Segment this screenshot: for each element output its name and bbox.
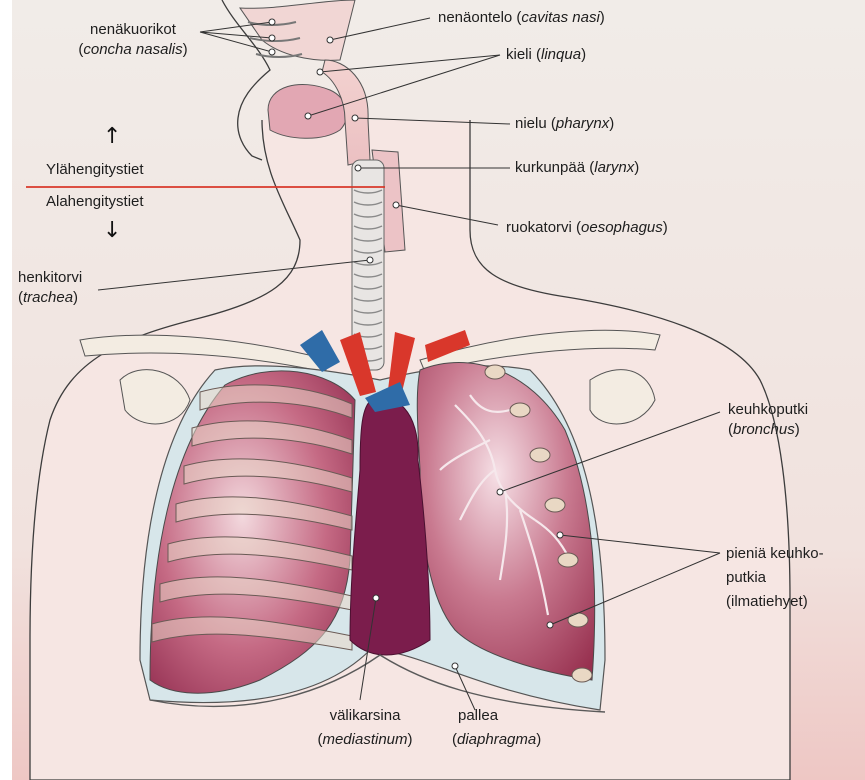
label-ruokatorvi: ruokatorvi (oesophagus) xyxy=(506,218,668,238)
label-kurkunpaa-la: larynx xyxy=(594,159,634,176)
label-kieli-fi: kieli xyxy=(506,46,532,63)
label-keuhkoputki: keuhkoputki (bronchus) xyxy=(728,400,808,440)
label-henkitorvi: henkitorvi (trachea) xyxy=(18,268,82,308)
label-nielu: nielu (pharynx) xyxy=(515,114,614,134)
label-valikarsina: välikarsina (mediastinum) xyxy=(300,704,430,752)
label-concha-la: concha nasalis xyxy=(83,41,182,58)
label-pienia-line1: pieniä keuhko- xyxy=(726,545,824,562)
lower-airways-label: Alahengitystiet xyxy=(46,192,144,212)
label-pienia-line2: putkia xyxy=(726,569,766,586)
label-kurkunpaa: kurkunpää (larynx) xyxy=(515,158,639,178)
label-henkitorvi-fi: henkitorvi xyxy=(18,269,82,286)
label-concha-fi-end: t xyxy=(172,21,176,38)
label-henkitorvi-la: trachea xyxy=(23,289,73,306)
left-edge xyxy=(0,0,12,780)
label-concha: nenäkuorikot (concha nasalis) xyxy=(58,20,208,60)
label-pallea-fi: pallea xyxy=(452,707,498,724)
label-cavitas-fi: nenäontelo xyxy=(438,9,512,26)
upper-airways-label: Ylähengitystiet xyxy=(46,160,144,180)
label-cavitas-la: cavitas nasi xyxy=(521,9,599,26)
label-kieli: kieli (linqua) xyxy=(506,45,586,65)
label-ruokatorvi-la: oesophagus xyxy=(581,219,663,236)
label-pallea-la: diaphragma xyxy=(457,731,536,748)
arrow-down-icon: ↓ xyxy=(103,220,121,242)
label-cavitas: nenäontelo (cavitas nasi) xyxy=(438,8,605,28)
label-nielu-fi: nielu xyxy=(515,115,547,132)
label-pienia: pieniä keuhko- putkia (ilmatiehyet) xyxy=(726,542,824,614)
arrow-up-icon: ↑ xyxy=(103,126,121,148)
label-pienia-line3: (ilmatiehyet) xyxy=(726,593,808,610)
label-nielu-la: pharynx xyxy=(556,115,609,132)
label-valikarsina-la: mediastinum xyxy=(322,731,407,748)
label-concha-fi: nenäkuoriko xyxy=(90,21,172,38)
label-kieli-la: linqua xyxy=(541,46,581,63)
label-valikarsina-fi: välikarsina xyxy=(330,707,401,724)
tongue-shape xyxy=(268,84,347,138)
label-kurkunpaa-fi: kurkunpää xyxy=(515,159,585,176)
label-keuhkoputki-fi: keuhkoputki xyxy=(728,401,808,418)
label-pallea: pallea (diaphragma) xyxy=(452,704,541,752)
label-keuhkoputki-la: bronchus xyxy=(733,421,795,438)
label-ruokatorvi-fi: ruokatorvi xyxy=(506,219,572,236)
